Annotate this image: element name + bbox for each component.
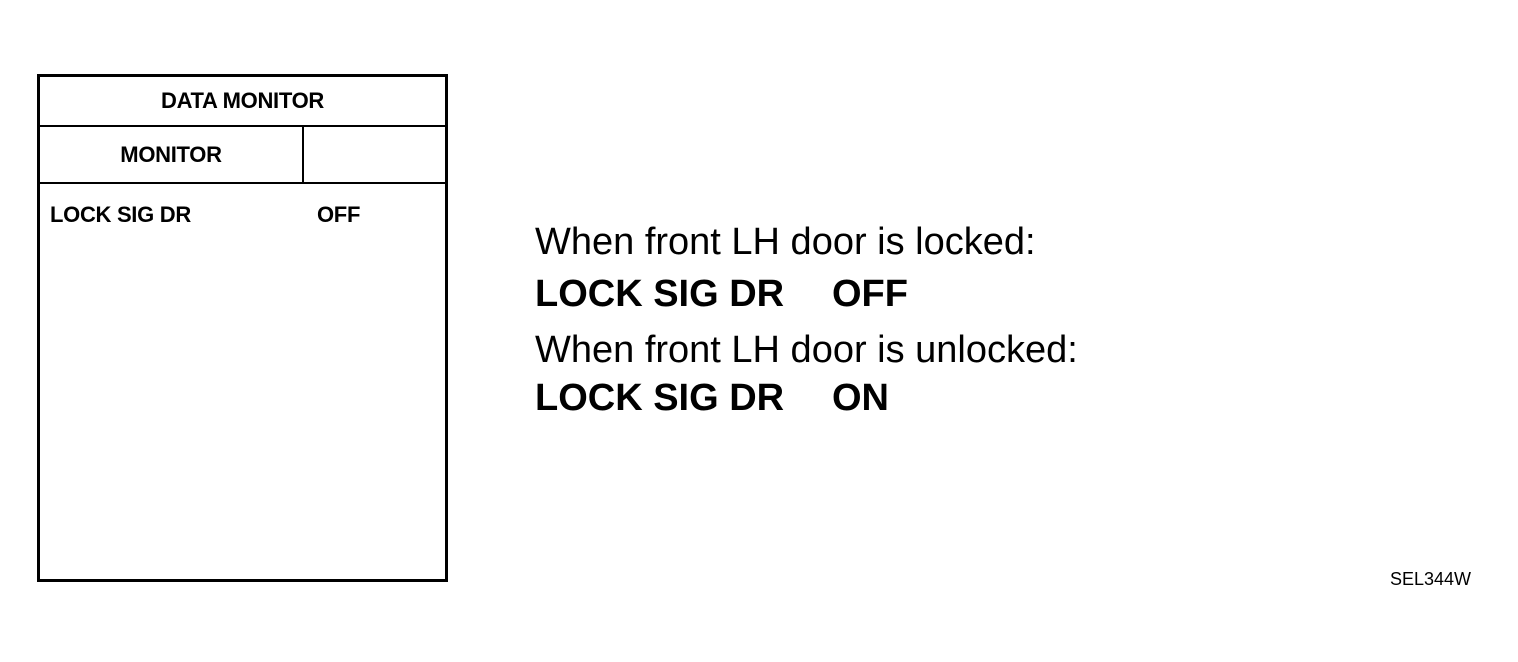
locked-signal-value: OFF <box>832 273 908 315</box>
data-monitor-screen: DATA MONITOR MONITOR LOCK SIG DR OFF <box>37 74 448 582</box>
monitor-row: LOCK SIG DR OFF <box>50 202 440 228</box>
monitor-column-value <box>304 127 445 182</box>
locked-signal-name: LOCK SIG DR <box>535 273 785 315</box>
monitor-item-name: LOCK SIG DR <box>50 202 191 227</box>
locked-condition-text: When front LH door is locked: <box>535 221 1036 263</box>
unlocked-status: LOCK SIG DR ON <box>535 376 1235 420</box>
monitor-title: DATA MONITOR <box>40 77 445 127</box>
monitor-item-value: OFF <box>317 202 361 227</box>
locked-status: LOCK SIG DR OFF <box>535 272 1235 316</box>
explanation-block: When front LH door is locked: LOCK SIG D… <box>535 220 1235 420</box>
monitor-column-label: MONITOR <box>40 127 304 182</box>
unlocked-signal-name: LOCK SIG DR <box>535 377 785 419</box>
unlocked-signal-value: ON <box>832 377 889 419</box>
monitor-header: MONITOR <box>40 127 445 184</box>
figure-code: SEL344W <box>1390 569 1472 589</box>
unlocked-condition-text: When front LH door is unlocked: <box>535 329 1078 371</box>
